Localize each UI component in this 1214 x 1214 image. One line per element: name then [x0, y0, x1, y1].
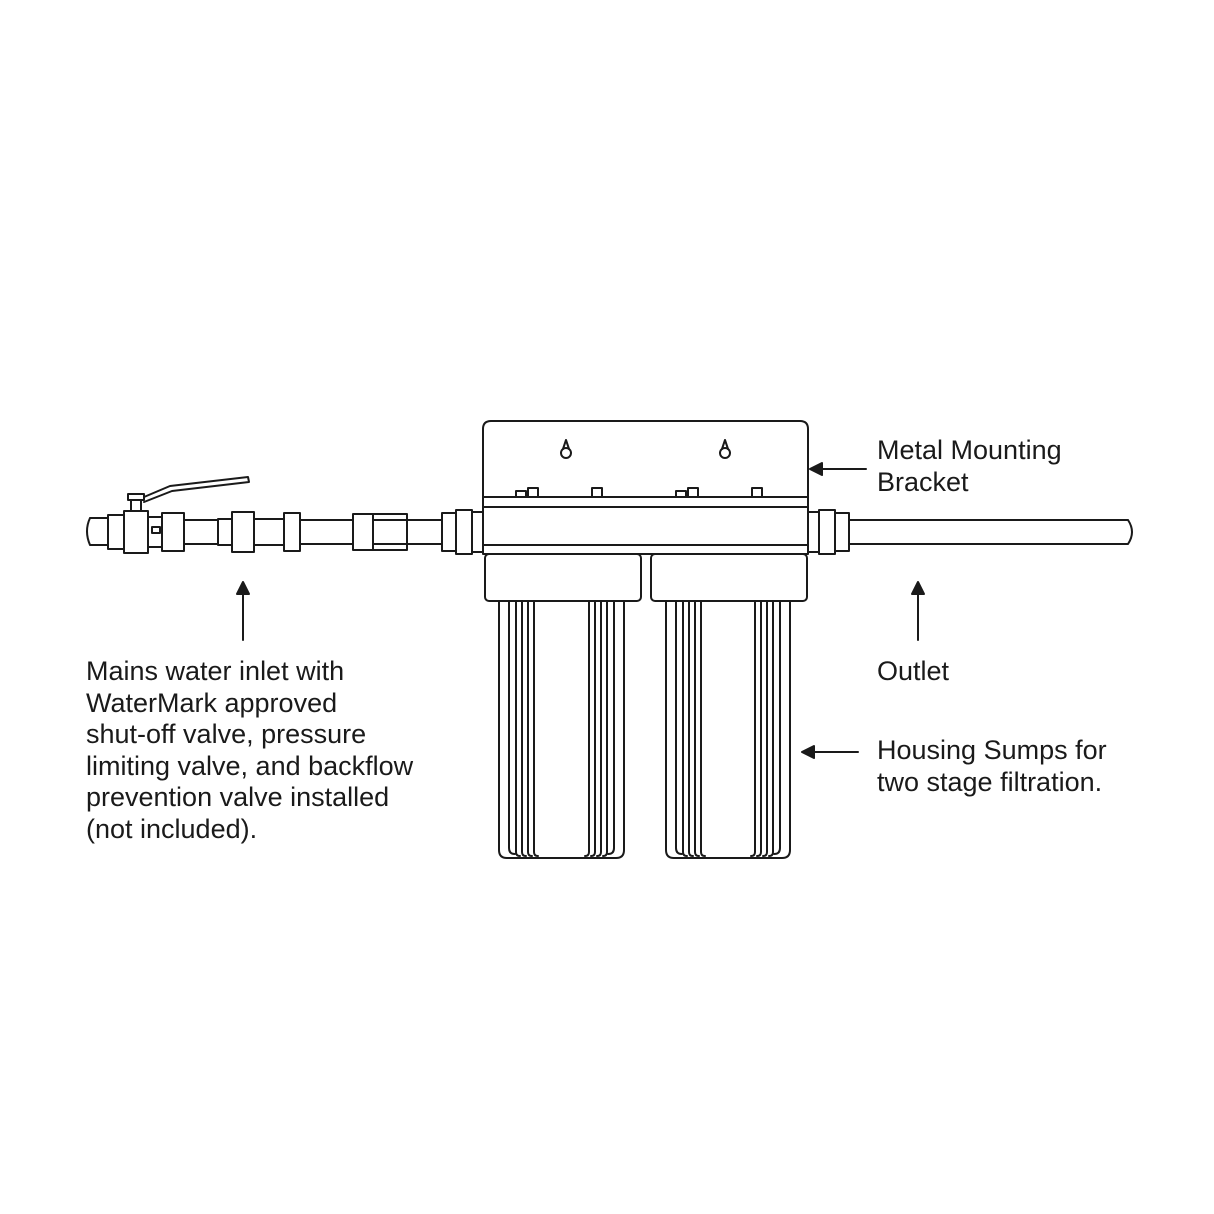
sump-cap-right [650, 553, 808, 602]
arrow-left-icon [801, 745, 859, 759]
arrow-left-icon [809, 462, 867, 476]
head-bolts [515, 487, 763, 498]
housing-sump-left [498, 600, 625, 859]
pressure-limiting-valve [217, 511, 301, 553]
valve-handle [143, 476, 250, 503]
label-line: Bracket [877, 466, 969, 497]
label-line: two stage filtration. [877, 766, 1103, 797]
label-line: prevention valve installed [86, 782, 390, 812]
backflow-prevention-valve [352, 513, 408, 551]
arrow-up-icon [911, 581, 925, 641]
keyhole-icon [719, 439, 731, 459]
label-line: limiting valve, and backflow [86, 750, 414, 781]
outlet-assembly [807, 509, 1133, 555]
label-line: Metal Mounting [877, 435, 1062, 465]
inlet-pipe-assembly [86, 476, 484, 555]
label-metal-mounting-bracket: Metal Mounting Bracket [877, 435, 1062, 498]
shut-off-valve [107, 476, 250, 554]
label-line: Mains water inlet with [86, 656, 345, 686]
label-housing-sumps: Housing Sumps for two stage filtration. [877, 735, 1107, 798]
housing-sump-right [665, 600, 791, 859]
label-line: shut-off valve, pressure [86, 719, 367, 749]
label-line: WaterMark approved [86, 687, 338, 718]
keyhole-icon [560, 439, 572, 459]
label-line: (not included). [86, 813, 258, 844]
label-mains-water-inlet: Mains water inlet with WaterMark approve… [86, 656, 413, 845]
outlet-pipe [848, 519, 1133, 545]
inlet-connector [441, 509, 484, 555]
sump-cap-left [484, 553, 642, 602]
metal-mounting-bracket [482, 420, 809, 498]
label-outlet: Outlet [877, 656, 949, 688]
label-line: Outlet [877, 656, 950, 686]
inlet-pipe [86, 517, 109, 546]
label-line: Housing Sumps for [877, 735, 1107, 765]
arrow-up-icon [236, 581, 250, 641]
filter-head [482, 487, 809, 602]
